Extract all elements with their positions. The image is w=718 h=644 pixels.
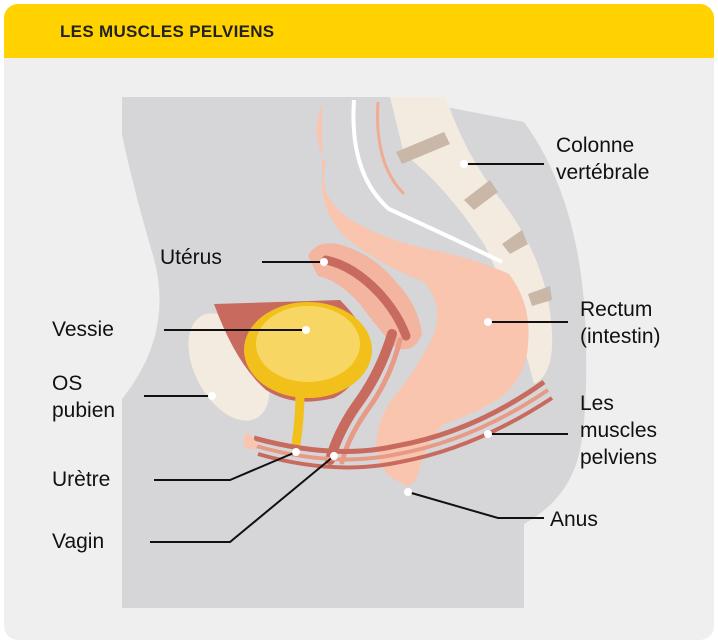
leader-dot: [208, 392, 216, 400]
leader-dot: [302, 326, 310, 334]
label-vessie: Vessie: [52, 316, 114, 343]
leader-dot: [292, 448, 300, 456]
leader-dot: [484, 430, 492, 438]
label-rectum: Rectum (intestin): [580, 296, 661, 350]
label-muscles-pelviens: Les muscles pelviens: [580, 390, 657, 471]
label-colonne: Colonne vertébrale: [556, 132, 649, 186]
label-anus: Anus: [550, 506, 598, 533]
leader-dot: [460, 160, 468, 168]
label-uterus: Utérus: [160, 244, 222, 271]
leader-dot: [404, 488, 412, 496]
label-vagin: Vagin: [52, 528, 104, 555]
label-uretre: Urètre: [52, 466, 110, 493]
leader-dot: [484, 318, 492, 326]
label-os-pubien: OS pubien: [52, 370, 115, 424]
bladder-inner: [256, 306, 360, 382]
leader-dot: [320, 258, 328, 266]
diagram-card: LES MUSCLES PELVIENS: [4, 4, 714, 640]
leader-dot: [330, 452, 338, 460]
urethra: [296, 392, 300, 444]
